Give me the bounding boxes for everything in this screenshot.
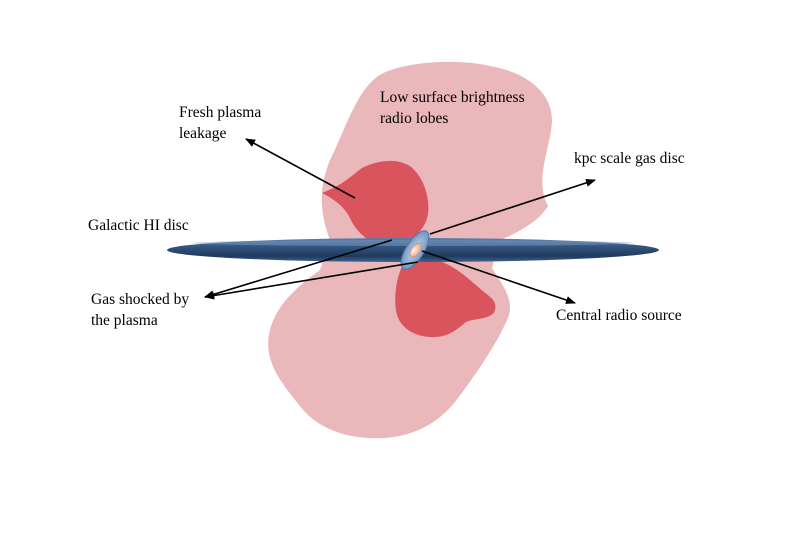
fresh-plasma-label: Fresh plasma leakage <box>179 102 261 144</box>
low-surface-label-line2: radio lobes <box>380 110 449 127</box>
gas-shocked-arrow-upper <box>204 239 393 299</box>
fresh-plasma-lower-lobe-shape <box>395 258 496 338</box>
gas-shocked-label-line2: the plasma <box>91 312 158 329</box>
gas-shocked-label: Gas shocked by the plasma <box>91 289 189 331</box>
central-radio-source-shape <box>409 242 423 258</box>
low-surface-label: Low surface brightness radio lobes <box>380 87 525 129</box>
galactic-hi-disc-label-prefix: Galactic H <box>88 217 155 234</box>
fresh-plasma-arrow <box>245 138 356 199</box>
fresh-plasma-label-line1: Fresh plasma <box>179 104 262 121</box>
galactic-hi-disc-label: Galactic HI disc <box>88 215 189 236</box>
gas-shocked-arrow-lower <box>204 261 419 300</box>
central-source-arrow <box>421 250 576 304</box>
galactic-hi-disc-label-suffix: disc <box>159 217 189 234</box>
central-source-label: Central radio source <box>556 307 682 324</box>
galactic-hi-disc-label-roman: I <box>154 217 160 234</box>
fresh-plasma-label-line2: leakage <box>179 125 227 142</box>
low-surface-label-line1: Low surface brightness <box>380 89 525 106</box>
kpc-disc-arrow <box>429 178 596 235</box>
kpc-disc-label: kpc scale gas disc <box>574 150 685 167</box>
gas-shocked-label-line1: Gas shocked by <box>91 291 190 308</box>
fresh-plasma-upper-lobe-shape <box>322 160 429 248</box>
